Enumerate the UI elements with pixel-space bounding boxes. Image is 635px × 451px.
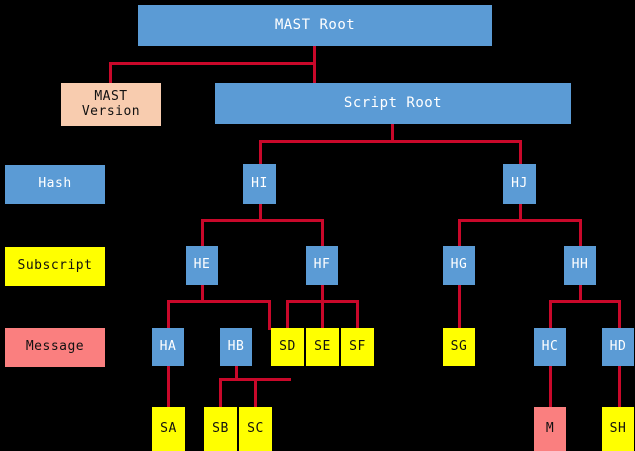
legend-item-message: Message — [5, 328, 105, 367]
edge-hh-to-hd — [618, 300, 621, 330]
edge-he-bus — [167, 300, 271, 303]
node-sh[interactable]: SH — [602, 407, 634, 451]
edge-hb-to-sb — [219, 378, 222, 408]
node-hf[interactable]: HF — [306, 246, 338, 285]
node-hj[interactable]: HJ — [503, 164, 536, 204]
edge-hh-stem — [579, 284, 582, 302]
edge-mastroot-to-scriptroot — [313, 62, 316, 84]
edge-scriptroot-to-hi — [259, 140, 262, 165]
node-hh[interactable]: HH — [564, 246, 596, 285]
edge-hd-to-sh — [618, 364, 621, 408]
node-sf[interactable]: SF — [341, 328, 374, 366]
edge-hf-stem — [321, 284, 324, 302]
node-hi[interactable]: HI — [243, 164, 276, 204]
node-hb[interactable]: HB — [220, 328, 252, 366]
node-sd[interactable]: SD — [271, 328, 304, 366]
edge-hi-bus — [201, 219, 323, 222]
edge-hf-to-sd — [286, 300, 289, 330]
edge-hj-bus — [458, 219, 582, 222]
node-sb[interactable]: SB — [204, 407, 237, 451]
node-he[interactable]: HE — [186, 246, 218, 285]
node-mast-root[interactable]: MAST Root — [138, 5, 492, 46]
edge-he-to-hb — [268, 300, 271, 330]
edge-hf-to-sf — [356, 300, 359, 330]
edge-mastroot-to-mastversion — [109, 62, 112, 84]
node-hd[interactable]: HD — [602, 328, 634, 366]
edge-ha-to-sa — [167, 364, 170, 408]
node-sc[interactable]: SC — [239, 407, 272, 451]
node-hg[interactable]: HG — [443, 246, 475, 285]
node-m[interactable]: M — [534, 407, 566, 451]
node-script-root[interactable]: Script Root — [215, 83, 571, 124]
edge-hi-to-hf — [321, 219, 324, 248]
edge-hc-to-m — [549, 364, 552, 408]
node-hc[interactable]: HC — [534, 328, 566, 366]
node-mast-version[interactable]: MAST Version — [61, 83, 161, 126]
edge-scriptroot-stem — [391, 124, 394, 142]
node-sg[interactable]: SG — [443, 328, 475, 366]
edge-scriptroot-to-hj — [519, 140, 522, 165]
edge-hh-bus — [549, 300, 621, 303]
edge-hh-to-hc — [549, 300, 552, 330]
legend-item-subscript: Subscript — [5, 247, 105, 286]
edge-hf-to-se — [321, 300, 324, 330]
edge-mastroot-stem — [313, 46, 316, 64]
legend-item-hash: Hash — [5, 165, 105, 204]
edge-hj-to-hh — [579, 219, 582, 248]
edge-hj-to-hg — [458, 219, 461, 248]
edge-hi-to-he — [201, 219, 204, 248]
edge-he-stem — [201, 284, 204, 302]
edge-hj-stem — [519, 203, 522, 221]
edge-hg-to-sg — [458, 284, 461, 330]
node-ha[interactable]: HA — [152, 328, 184, 366]
node-se[interactable]: SE — [306, 328, 339, 366]
node-sa[interactable]: SA — [152, 407, 185, 451]
edge-hi-stem — [259, 203, 262, 221]
edge-scriptroot-bus — [259, 140, 521, 143]
edge-mastroot-bus — [109, 62, 316, 65]
edge-hb-to-sc — [254, 378, 257, 408]
edge-he-to-ha — [167, 300, 170, 330]
edge-hb-stem — [235, 364, 238, 380]
